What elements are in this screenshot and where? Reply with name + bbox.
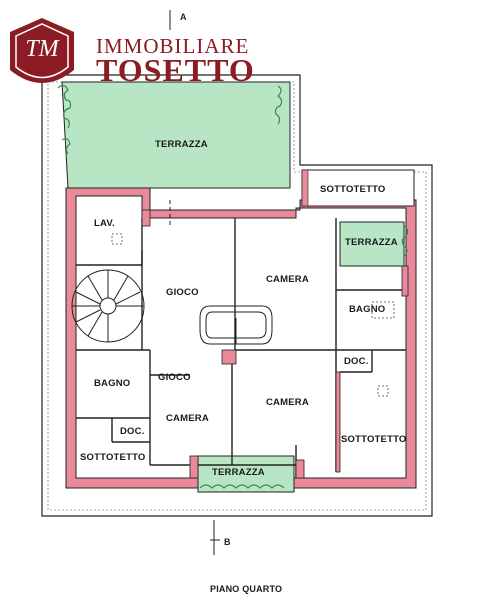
floor-title: PIANO QUARTO [210, 584, 283, 594]
section-mark-top: A [180, 12, 187, 22]
label-bagno-right: BAGNO [349, 304, 386, 315]
partition-fills [141, 209, 409, 479]
label-terrazza-main: TERRAZZA [155, 139, 208, 150]
label-camera-right: CAMERA [266, 397, 309, 408]
label-lav: LAV. [94, 218, 115, 229]
label-gioco: GIOCO [166, 287, 199, 298]
fixtures [111, 233, 395, 397]
terrace-right-area [339, 221, 405, 267]
label-terrazza-bottom: TERRAZZA [212, 467, 265, 478]
section-mark-bottom: B [224, 537, 231, 547]
label-sottotetto-right: SOTTOTETTO [341, 434, 407, 445]
plants-right [274, 85, 283, 125]
brand-line-1: IMMOBILIARE [96, 34, 250, 58]
plants-left [57, 84, 72, 155]
label-camera-mid: CAMERA [166, 413, 209, 424]
roof-hatch [47, 81, 427, 511]
roof-outline [41, 74, 433, 517]
terrace-main-area [61, 81, 291, 189]
label-gioco-lower: GIOCO [158, 372, 191, 383]
label-sottotetto-left: SOTTOTETTO [80, 452, 146, 463]
label-sottotetto-top: SOTTOTETTO [320, 184, 386, 195]
exterior-walls [65, 187, 417, 489]
spiral-staircase [71, 269, 145, 343]
label-doc-left: DOC. [120, 426, 145, 437]
brand-line-2: TOSETTO [96, 52, 255, 88]
section-line [169, 10, 220, 555]
central-stair-opening [199, 305, 273, 345]
label-terrazza-right: TERRAZZA [345, 237, 398, 248]
logo-monogram: TM [25, 36, 59, 62]
label-camera-top: CAMERA [266, 274, 309, 285]
label-bagno-left: BAGNO [94, 378, 131, 389]
logo-badge [10, 18, 74, 83]
label-doc-right: DOC. [344, 356, 369, 367]
